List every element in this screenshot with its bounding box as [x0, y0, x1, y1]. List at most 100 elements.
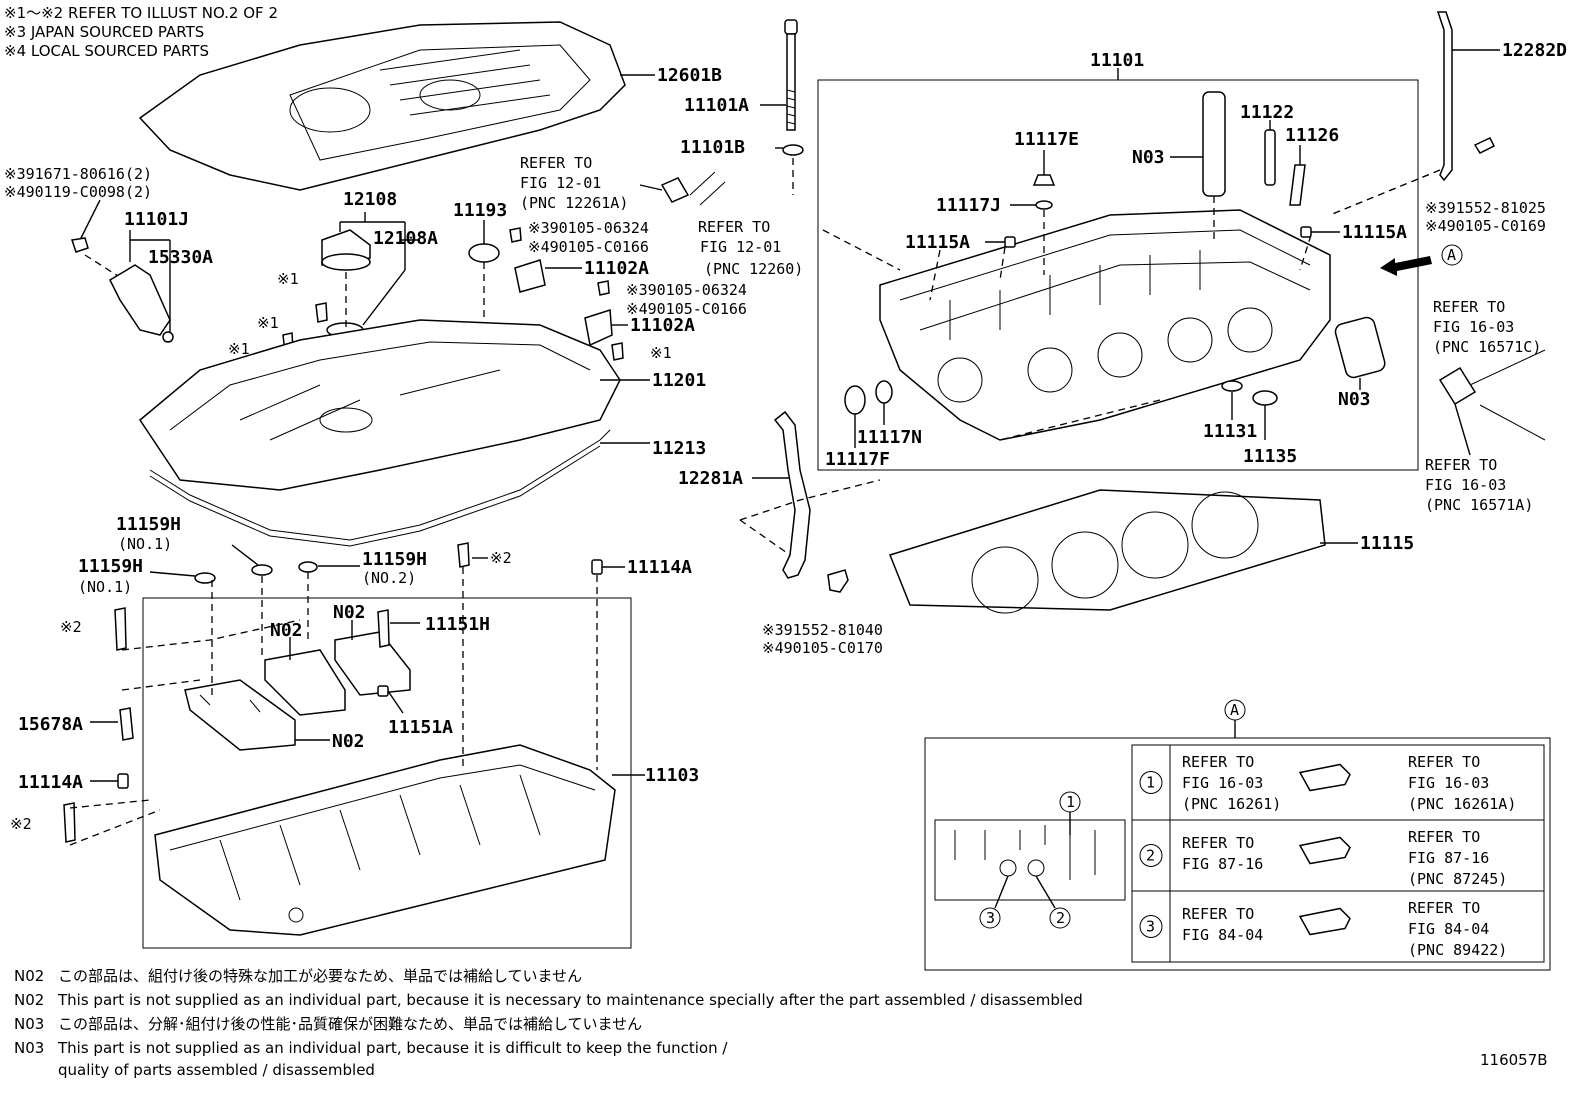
part-label-11151A[interactable]: 11151A — [388, 717, 453, 738]
bolt-icon — [509, 227, 522, 243]
footnotes: N02 この部品は、組付け後の特殊な加工が必要なため、単品では補給していません … — [14, 967, 1083, 1079]
pcv-hose-clamp — [639, 171, 726, 206]
header-note: ※4 LOCAL SOURCED PARTS — [4, 42, 209, 60]
marker: ※1 — [650, 344, 672, 362]
header-notes: ※1～※2 REFER TO ILLUST NO.2 OF 2 ※3 JAPAN… — [4, 4, 278, 60]
part-label-11117F[interactable]: 11117F — [825, 449, 890, 470]
part-label-11103[interactable]: 11103 — [645, 765, 699, 786]
marker: ※1 — [277, 270, 299, 288]
refer-left-text: REFER TO — [1182, 753, 1254, 771]
svg-text:1: 1 — [1066, 793, 1075, 811]
part-label-11159H[interactable]: 11159H — [116, 514, 181, 535]
refer-text: REFER TO — [698, 218, 770, 236]
marker: ※2 — [10, 815, 32, 833]
connector-part-sketch — [1298, 907, 1351, 936]
part-label-11159H[interactable]: 11159H — [362, 549, 427, 570]
part-label-11151H[interactable]: 11151H — [425, 614, 490, 635]
row-number-circle — [1139, 771, 1163, 794]
refer-text: (PNC 12260) — [704, 260, 803, 278]
part-label-12282D[interactable]: 12282D — [1502, 40, 1567, 61]
part-label-11115A-left[interactable]: 11115A — [905, 232, 970, 253]
marker: ※1 — [257, 314, 279, 332]
refer-left-text: REFER TO — [1182, 905, 1254, 923]
refer-right-text: (PNC 89422) — [1408, 941, 1507, 959]
ref-code: ※490105-C0170 — [762, 639, 883, 657]
gasket-11117N — [875, 380, 893, 404]
part-label-11213[interactable]: 11213 — [652, 438, 706, 459]
part-label-12601B[interactable]: 12601B — [657, 65, 722, 86]
engine-cover-12601B — [138, 21, 655, 191]
part-label-11117N[interactable]: 11117N — [857, 427, 922, 448]
part-label-11101A[interactable]: 11101A — [684, 95, 749, 116]
footnote-code: N02 — [14, 967, 44, 985]
part-label-12108[interactable]: 12108 — [343, 189, 397, 210]
ref-code: ※490105-C0166 — [626, 300, 747, 318]
part-label-11126[interactable]: 11126 — [1285, 125, 1339, 146]
part-label-11102A[interactable]: 11102A — [630, 315, 695, 336]
row-number: 1 — [1146, 774, 1155, 792]
plug-15678A — [119, 707, 134, 741]
part-label-11201[interactable]: 11201 — [652, 370, 706, 391]
part-label-N03[interactable]: N03 — [1132, 147, 1165, 168]
bolt-icon — [611, 342, 624, 361]
refer-right-text: FIG 16-03 — [1408, 774, 1489, 792]
bolt-icon — [457, 542, 470, 568]
part-label-11101J[interactable]: 11101J — [124, 209, 189, 230]
part-label-11101[interactable]: 11101 — [1090, 50, 1144, 71]
svg-text:A: A — [1447, 246, 1456, 264]
bolt-icon — [71, 237, 89, 253]
part-label-N02[interactable]: N02 — [270, 620, 303, 641]
part-label-11101B[interactable]: 11101B — [680, 137, 745, 158]
footnote-text: This part is not supplied as an individu… — [57, 1039, 728, 1057]
footnote-text: この部品は、組付け後の特殊な加工が必要なため、単品では補給していません — [58, 967, 582, 985]
bearing-cap-N02 — [184, 679, 296, 751]
part-label-11117E[interactable]: 11117E — [1014, 129, 1079, 150]
part-label-11122[interactable]: 11122 — [1240, 102, 1294, 123]
oil-control-valve-15330A — [109, 230, 174, 343]
part-label-11193[interactable]: 11193 — [453, 200, 507, 221]
part-label-11135[interactable]: 11135 — [1243, 446, 1297, 467]
part-label-11114A[interactable]: 11114A — [627, 557, 692, 578]
refer-right-text: FIG 84-04 — [1408, 920, 1489, 938]
sleeve-N03 — [1202, 91, 1226, 197]
part-label-N02[interactable]: N02 — [333, 602, 366, 623]
bolt-icon — [63, 802, 76, 843]
refer-text: REFER TO — [520, 154, 592, 172]
part-label-11117J[interactable]: 11117J — [936, 195, 1001, 216]
part-label-12281A[interactable]: 12281A — [678, 468, 743, 489]
refer-right-text: (PNC 87245) — [1408, 870, 1507, 888]
pin-11122 — [1264, 129, 1276, 186]
part-label-11131[interactable]: 11131 — [1203, 421, 1257, 442]
footnote-text: This part is not supplied as an individu… — [57, 991, 1083, 1009]
dowel-11114A — [591, 559, 603, 575]
part-label-15330A[interactable]: 15330A — [148, 247, 213, 268]
part-label-12108A[interactable]: 12108A — [373, 228, 438, 249]
row-number-circle — [1139, 915, 1163, 938]
row-number-circle — [1139, 844, 1163, 867]
part-label-11102A[interactable]: 11102A — [584, 258, 649, 279]
part-label-N03-cup[interactable]: N03 — [1338, 389, 1371, 410]
part-label-11115A-right[interactable]: 11115A — [1342, 222, 1407, 243]
view-a-letter: A — [1230, 701, 1239, 719]
refer-text: FIG 12-01 — [520, 174, 601, 192]
part-label-11159H[interactable]: 11159H — [78, 556, 143, 577]
part-label-N02[interactable]: N02 — [332, 731, 365, 752]
bracket-12281A — [739, 410, 881, 593]
refer-text: FIG 16-03 — [1433, 318, 1514, 336]
refer-text: FIG 16-03 — [1425, 476, 1506, 494]
part-label-15678A[interactable]: 15678A — [18, 714, 83, 735]
refer-right-text: REFER TO — [1408, 753, 1480, 771]
footnote-text: quality of parts assembled / disassemble… — [58, 1061, 375, 1079]
ref-code: ※391552-81040 — [762, 621, 883, 639]
cam-sensor-11102A — [514, 259, 582, 293]
refer-text: (PNC 12261A) — [520, 194, 628, 212]
part-label-11115[interactable]: 11115 — [1360, 533, 1414, 554]
refer-left-text: REFER TO — [1182, 834, 1254, 852]
ring-11193 — [468, 243, 500, 263]
seal-11159H — [194, 572, 216, 584]
header-note: ※3 JAPAN SOURCED PARTS — [4, 23, 204, 41]
part-label-11114A[interactable]: 11114A — [18, 772, 83, 793]
bracket-12282D — [1329, 11, 1500, 216]
header-note: ※1～※2 REFER TO ILLUST NO.2 OF 2 — [4, 4, 278, 22]
